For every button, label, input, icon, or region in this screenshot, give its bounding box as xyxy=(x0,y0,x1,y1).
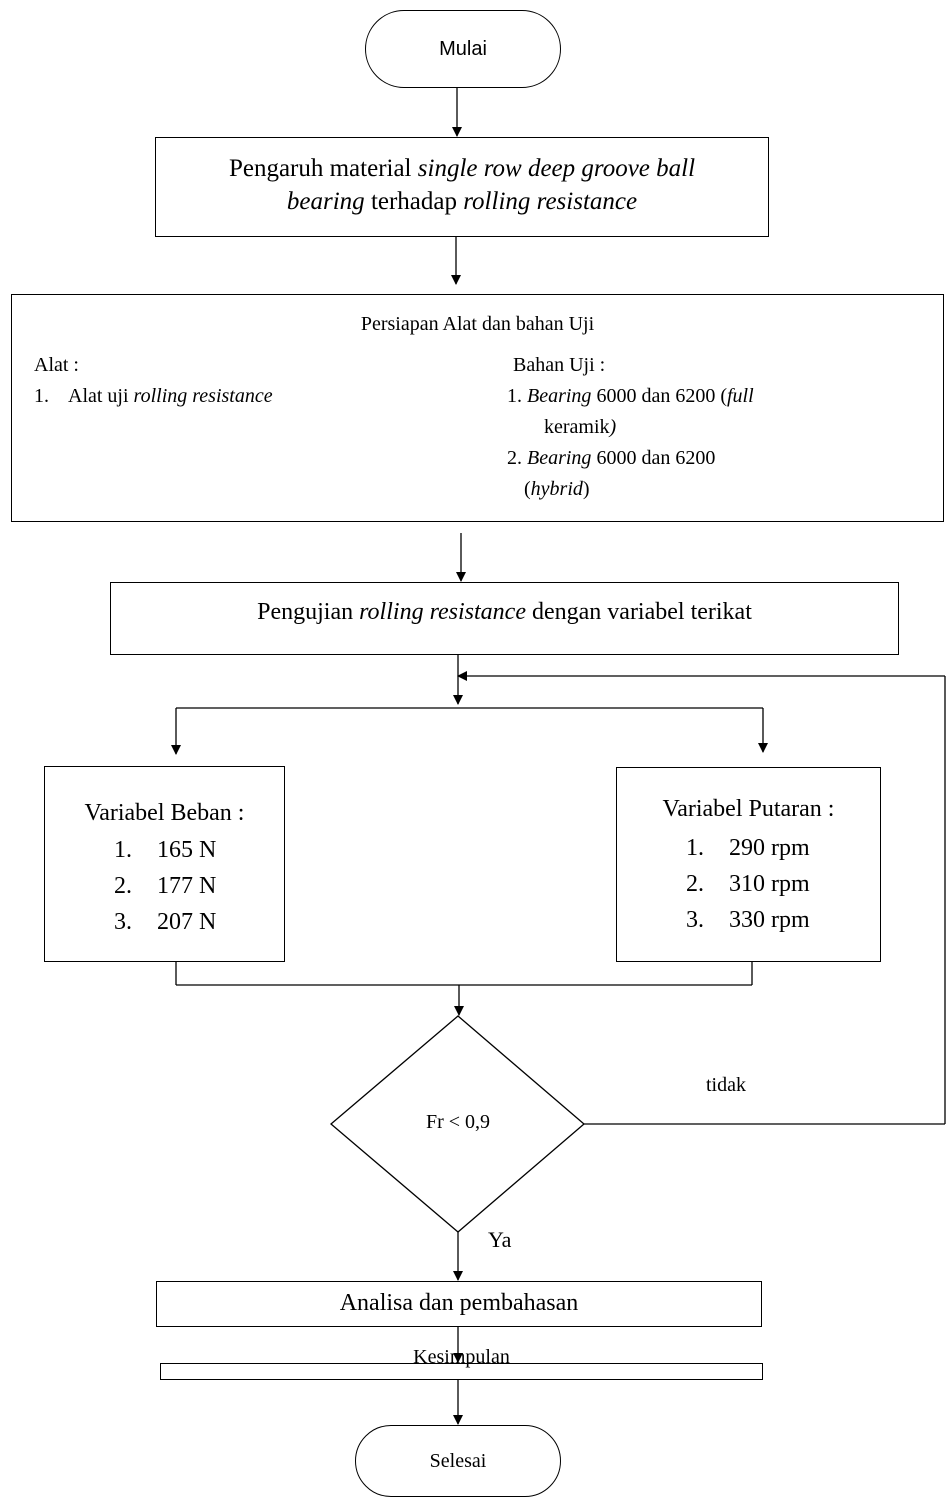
material-item-2-a: Bearing xyxy=(527,447,592,469)
end-terminal: Selesai xyxy=(355,1425,561,1497)
material-item-1-d: keramik xyxy=(544,416,610,438)
load-item: 2. 177 N xyxy=(114,868,216,904)
topic-text: Pengaruh material single row deep groove… xyxy=(155,152,769,218)
tool-item-1-num: 1. xyxy=(34,385,49,407)
topic-text-2a: bearing xyxy=(286,188,365,215)
materials-label: Bahan Uji : xyxy=(513,354,606,376)
material-item-1-a: Bearing xyxy=(527,385,592,407)
speed-variable-box xyxy=(616,767,881,962)
topic-box xyxy=(155,137,769,237)
load-item-num: 1. xyxy=(114,837,132,863)
load-item-num: 3. xyxy=(114,909,132,935)
load-variable-box xyxy=(44,766,285,962)
conclusion-box xyxy=(160,1363,763,1380)
load-item-value: 207 N xyxy=(157,909,217,935)
material-item-2-cont: (hybrid) xyxy=(524,478,590,501)
yes-branch-label: Ya xyxy=(488,1227,512,1252)
start-label: Mulai xyxy=(439,37,487,60)
material-item-1-cont: keramik) xyxy=(544,416,616,439)
tool-item-1-a: Alat uji xyxy=(68,385,134,407)
analysis-text: Analisa dan pembahasan xyxy=(339,1290,579,1316)
tool-item-1-b: rolling resistance xyxy=(133,385,273,407)
prep-title: Persiapan Alat dan bahan Uji xyxy=(360,313,595,335)
conclusion-text: Kesimpulan xyxy=(413,1346,510,1368)
material-item-2-num: 2. xyxy=(507,447,527,469)
speed-item: 1. 290 rpm xyxy=(686,830,810,866)
material-item-2-b: 6000 dan 6200 xyxy=(591,447,716,469)
topic-text-1b: single row deep groove ball xyxy=(417,155,696,182)
testing-text-a: Pengujian xyxy=(257,599,360,625)
material-item-1-e: ) xyxy=(609,416,617,438)
material-item-1: 1. Bearing 6000 dan 6200 (full xyxy=(507,385,754,408)
topic-text-2c: rolling resistance xyxy=(463,188,638,215)
material-item-2-d: hybrid xyxy=(530,478,583,500)
speed-item-num: 2. xyxy=(686,871,704,897)
no-branch-label: tidak xyxy=(706,1074,746,1096)
speed-item: 2. 310 rpm xyxy=(686,866,810,902)
end-label: Selesai xyxy=(429,1449,487,1472)
speed-item: 3. 330 rpm xyxy=(686,902,810,938)
tool-item-1: 1. Alat uji rolling resistance xyxy=(34,385,273,408)
tools-label: Alat : xyxy=(34,354,79,376)
load-item-value: 165 N xyxy=(157,837,217,863)
speed-item-num: 3. xyxy=(686,907,704,933)
load-item: 3. 207 N xyxy=(114,904,216,940)
decision-label: Fr < 0,9 xyxy=(425,1111,491,1133)
load-variable-list: 1. 165 N 2. 177 N 3. 207 N xyxy=(114,832,216,940)
topic-text-2b: terhadap xyxy=(364,188,464,215)
testing-box xyxy=(110,582,899,655)
analysis-box xyxy=(156,1281,762,1327)
start-terminal: Mulai xyxy=(365,10,561,88)
material-item-2-e: ) xyxy=(582,478,590,500)
load-variable-title: Variabel Beban : xyxy=(84,800,245,826)
material-item-2-c: ( xyxy=(524,478,531,500)
speed-variable-list: 1. 290 rpm 2. 310 rpm 3. 330 rpm xyxy=(686,830,810,938)
material-item-1-num: 1. xyxy=(507,385,527,407)
material-item-1-b: 6000 dan 6200 ( xyxy=(591,385,727,407)
load-item: 1. 165 N xyxy=(114,832,216,868)
speed-variable-title: Variabel Putaran : xyxy=(662,796,835,822)
load-item-value: 177 N xyxy=(157,873,217,899)
testing-text-b: rolling resistance xyxy=(359,599,526,625)
topic-text-1a: Pengaruh material xyxy=(228,155,418,182)
speed-item-num: 1. xyxy=(686,835,704,861)
speed-item-value: 310 rpm xyxy=(729,871,810,897)
testing-text: Pengujian rolling resistance dengan vari… xyxy=(110,599,899,626)
material-item-1-c: full xyxy=(726,385,754,407)
speed-item-value: 330 rpm xyxy=(729,907,810,933)
preparation-box xyxy=(11,294,944,522)
load-item-num: 2. xyxy=(114,873,132,899)
material-item-2: 2. Bearing 6000 dan 6200 xyxy=(507,447,715,470)
testing-text-c: dengan variabel terikat xyxy=(525,599,752,625)
speed-item-value: 290 rpm xyxy=(729,835,810,861)
